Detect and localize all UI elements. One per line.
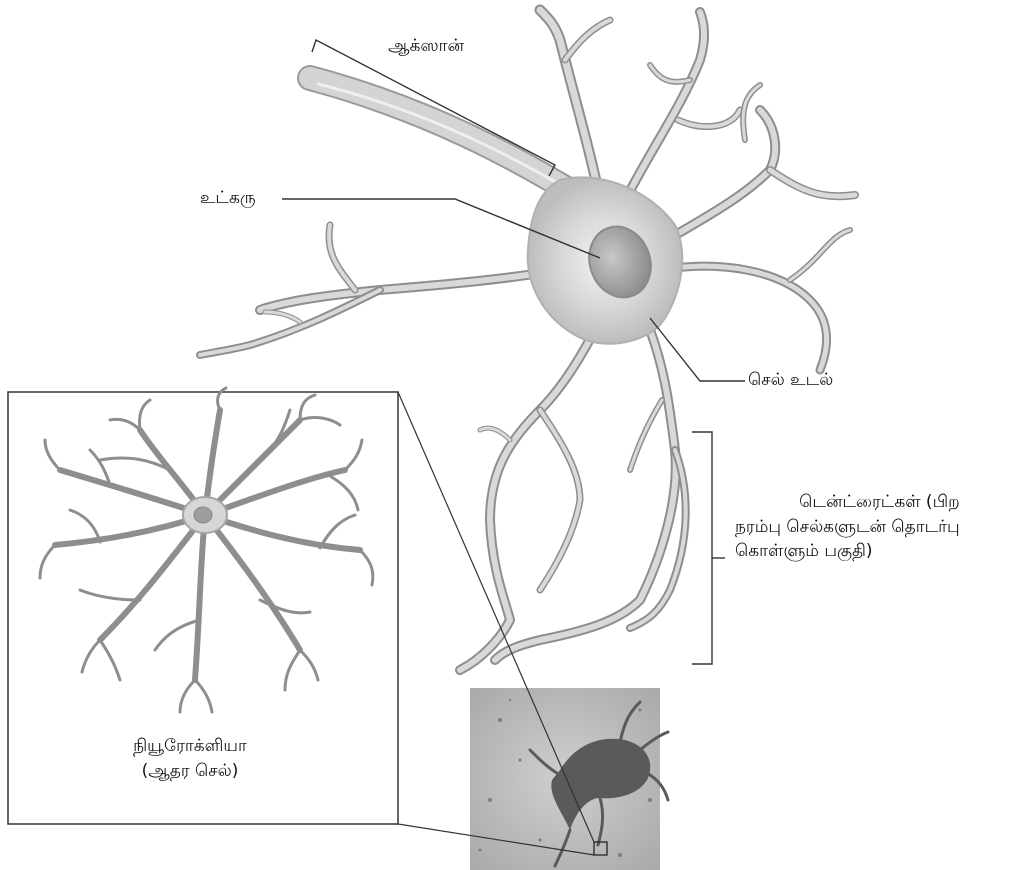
neuroglia-label-line-2: (ஆதர செல்): [100, 759, 280, 784]
neuroglia-label-line-1: நியூரோக்ளியா: [100, 734, 280, 759]
dendrites-label-line-3: கொள்ளும் பகுதி): [735, 539, 960, 564]
dendrites-label-line-2: நரம்பு செல்களுடன் தொடர்பு: [735, 515, 960, 540]
neuroglia-label: நியூரோக்ளியா (ஆதர செல்): [100, 734, 280, 783]
dendrite-branches-right: [650, 85, 855, 370]
dendrites-label: டென்ட்ரைட்கள் (பிற நரம்பு செல்களுடன் தொட…: [735, 490, 960, 564]
dendrites-bracket: [692, 432, 712, 664]
dendrite-branches-left: [200, 225, 560, 355]
dendrite-branches-bottom: [460, 320, 686, 670]
dendrites-label-line-1: டென்ட்ரைட்கள் (பிற: [735, 490, 960, 515]
axon-label: ஆக்ஸான்: [388, 38, 464, 55]
cell-body-label: செல் உடல்: [748, 372, 833, 389]
nucleus-label: உட்கரு: [200, 190, 256, 207]
